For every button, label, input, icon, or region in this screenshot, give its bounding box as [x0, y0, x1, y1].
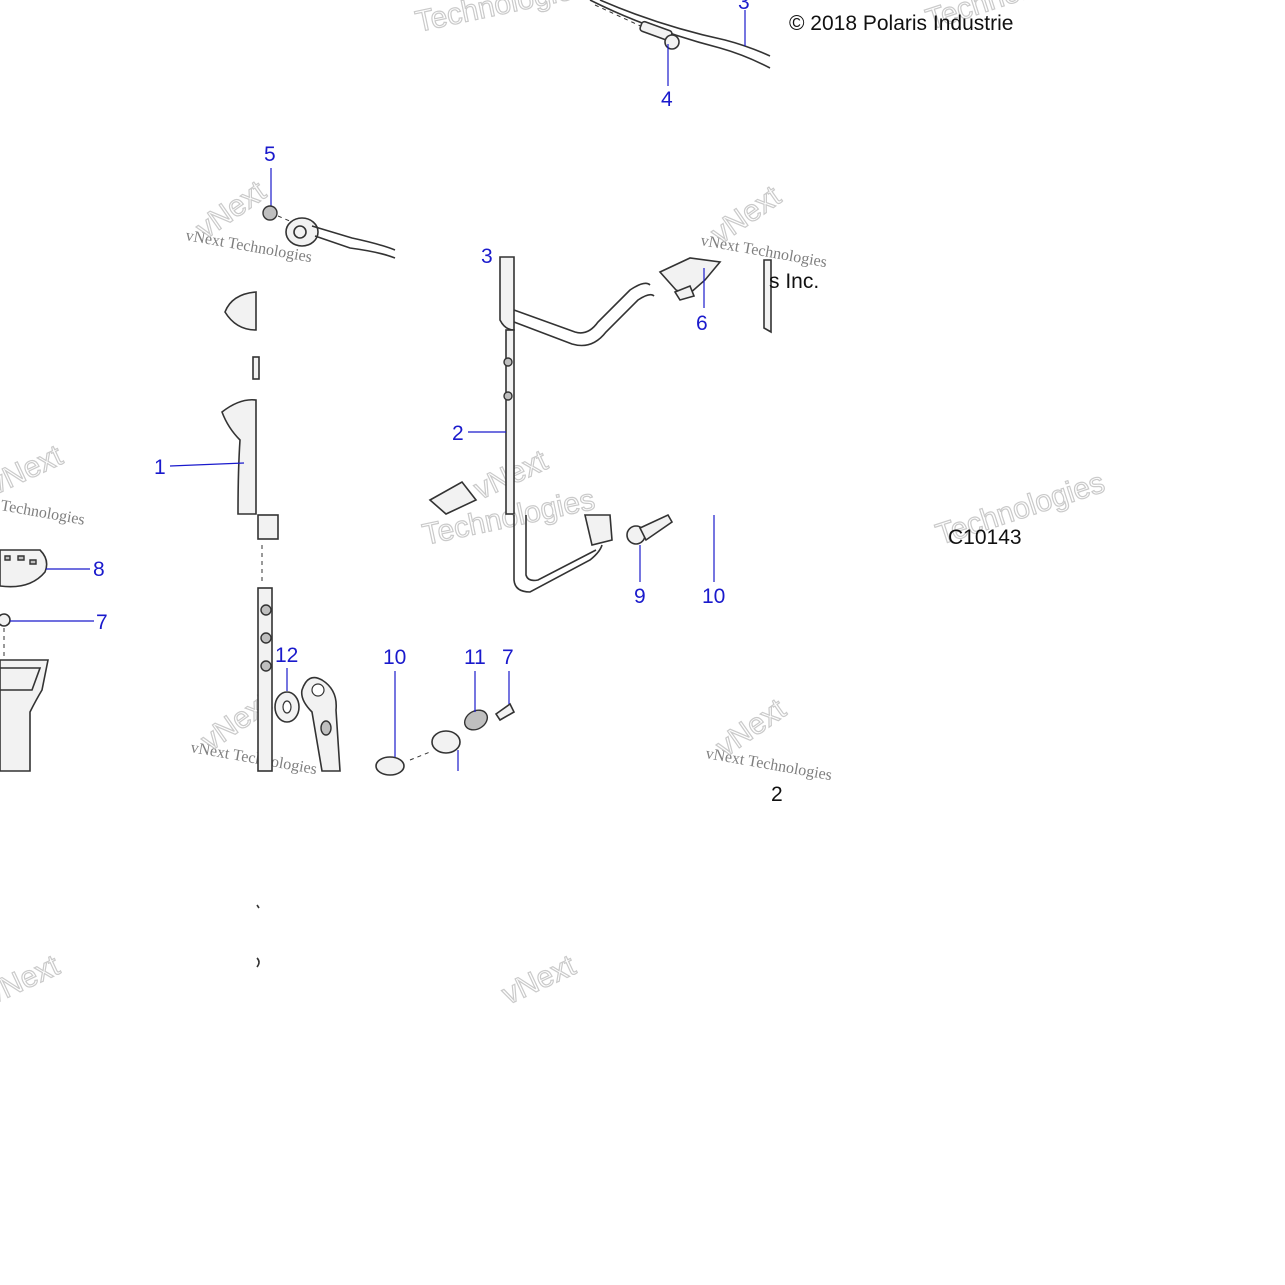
callout-5: 5	[264, 143, 276, 166]
callout-3-top: 3	[738, 0, 750, 14]
left-boot-assembly	[0, 549, 94, 772]
pattern-markings	[4, 555, 37, 565]
pivot-arm-slot	[320, 720, 332, 736]
lever-hole	[503, 357, 513, 367]
shift-boot-1	[221, 398, 257, 515]
upper-left-assembly	[169, 168, 396, 515]
callout-2: 2	[452, 422, 464, 445]
figure-code: C10143	[948, 526, 1022, 549]
assembly-axis	[277, 215, 293, 223]
pin-4-head	[664, 34, 680, 50]
fragment-mark	[256, 957, 260, 968]
callout-1: 1	[154, 456, 166, 479]
shift-rod-edge	[599, 0, 771, 57]
bushing	[431, 730, 461, 754]
linkage-assembly	[513, 257, 772, 347]
callout-12: 12	[275, 644, 298, 667]
bushing-fitting	[428, 480, 478, 515]
shift-rod-top	[589, 0, 771, 86]
shaft-hole	[260, 660, 272, 672]
watermarks: Technologies Technologies vNext Technolo…	[0, 0, 1109, 1012]
watermark-vnext: vNext	[0, 949, 65, 1012]
watermark-vnext: Technologies	[0, 497, 86, 529]
washer-12-hole	[282, 700, 292, 714]
lever-top-edge	[499, 256, 515, 331]
rod-end-eye	[293, 225, 307, 239]
pivot-assembly	[257, 514, 516, 776]
shift-rod	[589, 0, 771, 69]
linkage-rod	[513, 282, 651, 334]
rod-end-shaft	[314, 235, 396, 259]
callout-9: 9	[634, 585, 646, 608]
shift-pattern-plate-8	[0, 549, 48, 588]
linkage-rod-edge	[513, 293, 655, 347]
screw-7	[0, 613, 11, 627]
shaft-hole	[260, 604, 272, 616]
callout-6: 6	[696, 312, 708, 335]
stray-label: 2	[771, 783, 783, 806]
fragment-mark	[256, 904, 260, 909]
bushing-10	[375, 756, 405, 776]
callout-7: 7	[96, 611, 108, 634]
callout-8: 8	[93, 558, 105, 581]
callout-7-lower: 7	[502, 646, 514, 669]
callout-10: 10	[702, 585, 725, 608]
washer-11	[463, 709, 489, 731]
callout-11: 11	[464, 646, 486, 669]
copyright-text: © 2018 Polaris Industrie	[789, 12, 1013, 35]
shift-lever-2	[505, 329, 515, 515]
watermark-vnext: vNext	[0, 439, 68, 502]
copyright-fragment: s Inc.	[769, 270, 819, 293]
pivot-arm-hole	[311, 683, 325, 697]
watermark-technologies: Technologies	[413, 0, 591, 39]
u-bracket-assembly	[513, 513, 715, 593]
callout-4: 4	[661, 88, 673, 111]
retaining-clip-6	[658, 257, 722, 296]
lever-hole	[503, 391, 513, 401]
u-bracket	[513, 515, 603, 593]
bracket-edge	[763, 259, 772, 334]
leader-1	[169, 462, 245, 467]
pivot-arm	[300, 676, 341, 772]
watermark-vnext: vNext	[497, 949, 581, 1012]
boot-opening	[0, 667, 42, 691]
lever-assembly	[428, 256, 515, 515]
lever-lower	[257, 514, 279, 540]
shaft-hole	[260, 632, 272, 644]
shift-knob-top	[224, 291, 257, 331]
assembly-axis	[409, 751, 431, 761]
knob-screw	[252, 356, 260, 380]
nut-5	[262, 205, 278, 221]
u-bracket-inner	[525, 515, 597, 582]
clip-tab	[673, 284, 696, 301]
bracket-tab	[583, 514, 613, 546]
screw-7b	[494, 702, 516, 722]
bolt-shaft	[638, 513, 674, 542]
callout-3: 3	[481, 245, 493, 268]
rod-end-shaft-edge	[311, 225, 396, 251]
callout-10-lower: 10	[383, 646, 406, 669]
